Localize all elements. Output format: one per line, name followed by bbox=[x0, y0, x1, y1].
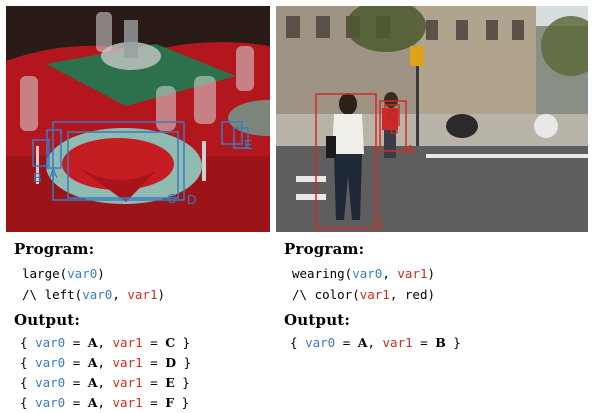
code-token: = bbox=[65, 375, 88, 390]
code-token: = bbox=[65, 335, 88, 350]
left-program-code: large(var0)/\ left(var0, var1) bbox=[22, 263, 165, 305]
code-token: /\ left( bbox=[22, 287, 83, 302]
table-setting-photo: B A C D E bbox=[6, 6, 270, 232]
var0-token: var0 bbox=[82, 287, 113, 302]
code-token: , bbox=[97, 355, 113, 370]
street-scene-photo: A B C bbox=[276, 6, 588, 232]
var0-token: var0 bbox=[35, 355, 66, 370]
bbox-c bbox=[67, 131, 179, 199]
code-token: } bbox=[176, 355, 192, 370]
output-line: { var0 = A, var1 = C } bbox=[20, 333, 191, 353]
code-token: , bbox=[97, 395, 113, 410]
right-output-list: { var0 = A, var1 = B } bbox=[290, 333, 461, 353]
var1-token: var1 bbox=[127, 287, 158, 302]
code-token: { bbox=[20, 355, 36, 370]
code-token: large( bbox=[22, 266, 68, 281]
label-c-right: C bbox=[377, 216, 386, 231]
label-b-right: B bbox=[390, 122, 399, 137]
code-token: A bbox=[87, 395, 98, 410]
code-token: = bbox=[142, 395, 166, 410]
left-output-list: { var0 = A, var1 = C }{ var0 = A, var1 =… bbox=[20, 333, 191, 413]
code-token: B bbox=[435, 335, 446, 350]
code-token: = bbox=[335, 335, 358, 350]
var1-token: var1 bbox=[397, 266, 428, 281]
var1-token: var1 bbox=[112, 355, 143, 370]
right-output-heading: Output: bbox=[284, 311, 351, 329]
code-token: = bbox=[65, 355, 88, 370]
code-token: } bbox=[174, 375, 190, 390]
bbox-e bbox=[221, 121, 243, 145]
var0-token: var0 bbox=[35, 375, 66, 390]
var1-token: var1 bbox=[112, 335, 143, 350]
code-token: /\ color( bbox=[292, 287, 360, 302]
bbox-a-right bbox=[379, 100, 407, 152]
code-token: = bbox=[65, 395, 88, 410]
label-a: A bbox=[49, 166, 58, 181]
var0-token: var0 bbox=[67, 266, 98, 281]
code-token: { bbox=[290, 335, 306, 350]
code-token: = bbox=[142, 335, 166, 350]
var1-token: var1 bbox=[359, 287, 390, 302]
code-token: = bbox=[142, 355, 166, 370]
code-token: , bbox=[382, 266, 398, 281]
bbox-b-right bbox=[384, 104, 400, 126]
program-line: /\ left(var0, var1) bbox=[22, 284, 165, 305]
code-token: A bbox=[87, 355, 98, 370]
var1-token: var1 bbox=[112, 395, 143, 410]
left-program-heading: Program: bbox=[14, 240, 95, 258]
label-b: B bbox=[33, 170, 42, 185]
output-line: { var0 = A, var1 = F } bbox=[20, 393, 191, 413]
program-line: large(var0) bbox=[22, 263, 165, 284]
code-token: D bbox=[165, 355, 177, 370]
var0-token: var0 bbox=[305, 335, 336, 350]
code-token: wearing( bbox=[292, 266, 353, 281]
code-token: A bbox=[357, 335, 368, 350]
code-token: , bbox=[97, 375, 113, 390]
code-token: } bbox=[174, 395, 190, 410]
var0-token: var0 bbox=[35, 395, 66, 410]
program-line: wearing(var0, var1) bbox=[292, 263, 435, 284]
code-token: , bbox=[367, 335, 383, 350]
label-e: E bbox=[244, 137, 253, 152]
code-token: { bbox=[20, 395, 36, 410]
code-token: C bbox=[165, 335, 176, 350]
bbox-a bbox=[46, 129, 62, 169]
bbox-b bbox=[32, 139, 50, 167]
code-token: ) bbox=[157, 287, 166, 302]
var1-token: var1 bbox=[112, 375, 143, 390]
code-token: , bbox=[97, 335, 113, 350]
code-token: F bbox=[165, 395, 175, 410]
label-d: D bbox=[187, 192, 196, 207]
code-token: { bbox=[20, 335, 36, 350]
code-token: , red) bbox=[389, 287, 435, 302]
code-token: } bbox=[445, 335, 461, 350]
program-line: /\ color(var1, red) bbox=[292, 284, 435, 305]
right-program-heading: Program: bbox=[284, 240, 365, 258]
code-token: { bbox=[20, 375, 36, 390]
code-token: ) bbox=[97, 266, 105, 281]
bbox-d bbox=[52, 121, 185, 201]
left-output-heading: Output: bbox=[14, 311, 81, 329]
code-token: = bbox=[412, 335, 436, 350]
label-a-right: A bbox=[406, 142, 415, 157]
code-token: = bbox=[142, 375, 166, 390]
bbox-c-right bbox=[315, 93, 377, 229]
var0-token: var0 bbox=[352, 266, 383, 281]
code-token: , bbox=[112, 287, 128, 302]
var0-token: var0 bbox=[35, 335, 66, 350]
bbox-f bbox=[233, 127, 249, 149]
label-c: C bbox=[167, 191, 176, 206]
code-token: } bbox=[175, 335, 191, 350]
code-token: A bbox=[87, 375, 98, 390]
output-line: { var0 = A, var1 = D } bbox=[20, 353, 191, 373]
output-line: { var0 = A, var1 = B } bbox=[290, 333, 461, 353]
code-token: E bbox=[165, 375, 175, 390]
var1-token: var1 bbox=[382, 335, 413, 350]
output-line: { var0 = A, var1 = E } bbox=[20, 373, 191, 393]
code-token: A bbox=[87, 335, 98, 350]
right-program-code: wearing(var0, var1)/\ color(var1, red) bbox=[292, 263, 435, 305]
code-token: ) bbox=[427, 266, 436, 281]
